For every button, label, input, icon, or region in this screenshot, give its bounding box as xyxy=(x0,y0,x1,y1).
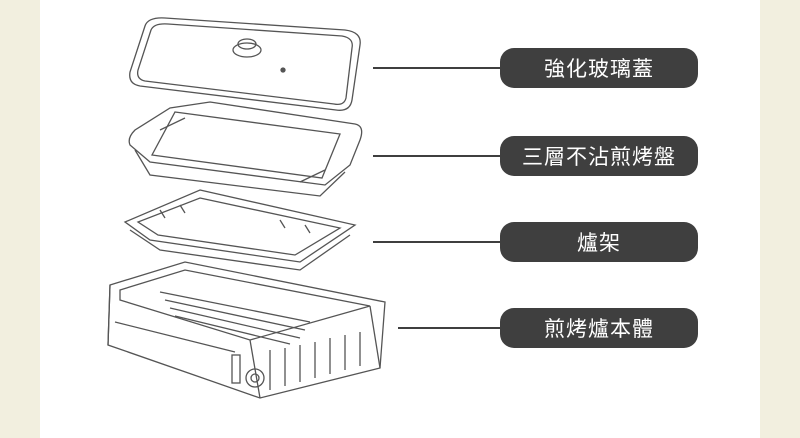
leader-line-rack xyxy=(373,241,500,243)
grill-body-drawing xyxy=(107,261,386,399)
leader-line-pan xyxy=(373,155,500,157)
label-glass-lid: 強化玻璃蓋 xyxy=(500,48,698,88)
grill-rack-drawing xyxy=(123,189,357,271)
label-grill-pan: 三層不沾煎烤盤 xyxy=(500,136,698,176)
leader-line-lid xyxy=(373,67,500,69)
grill-pan-drawing xyxy=(128,101,363,197)
leader-line-body xyxy=(398,327,500,329)
label-grill-body: 煎烤爐本體 xyxy=(500,308,698,348)
label-rack: 爐架 xyxy=(500,222,698,262)
glass-lid-drawing xyxy=(129,17,361,111)
